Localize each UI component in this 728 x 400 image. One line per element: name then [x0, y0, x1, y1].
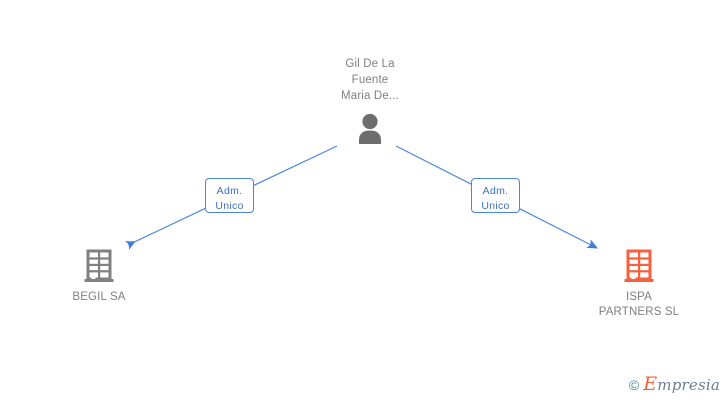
relationship-label-adm-unico-right[interactable]: Adm. Unico — [471, 178, 520, 213]
building-icon — [84, 249, 114, 282]
company-node-begil-sa[interactable]: BEGIL SA — [34, 249, 164, 305]
relationship-label-adm-unico-left[interactable]: Adm. Unico — [205, 178, 254, 213]
person-icon — [359, 113, 381, 144]
brand-initial: E — [643, 373, 658, 395]
person-name-label: Gil De La Fuente Maria De... — [341, 58, 399, 102]
brand-rest: mpresia — [657, 376, 720, 394]
company-node-ispa-partners-sl[interactable]: ISPA PARTNERS SL — [574, 249, 704, 320]
person-node[interactable]: Gil De La Fuente Maria De... — [305, 56, 435, 146]
copyright-icon: © — [628, 376, 640, 393]
company-name-label: BEGIL SA — [72, 291, 126, 303]
brand-wordmark: Empresia — [643, 375, 720, 394]
company-name-label: ISPA PARTNERS SL — [598, 291, 680, 318]
watermark: © Empresia — [629, 375, 720, 394]
building-icon — [624, 249, 654, 282]
